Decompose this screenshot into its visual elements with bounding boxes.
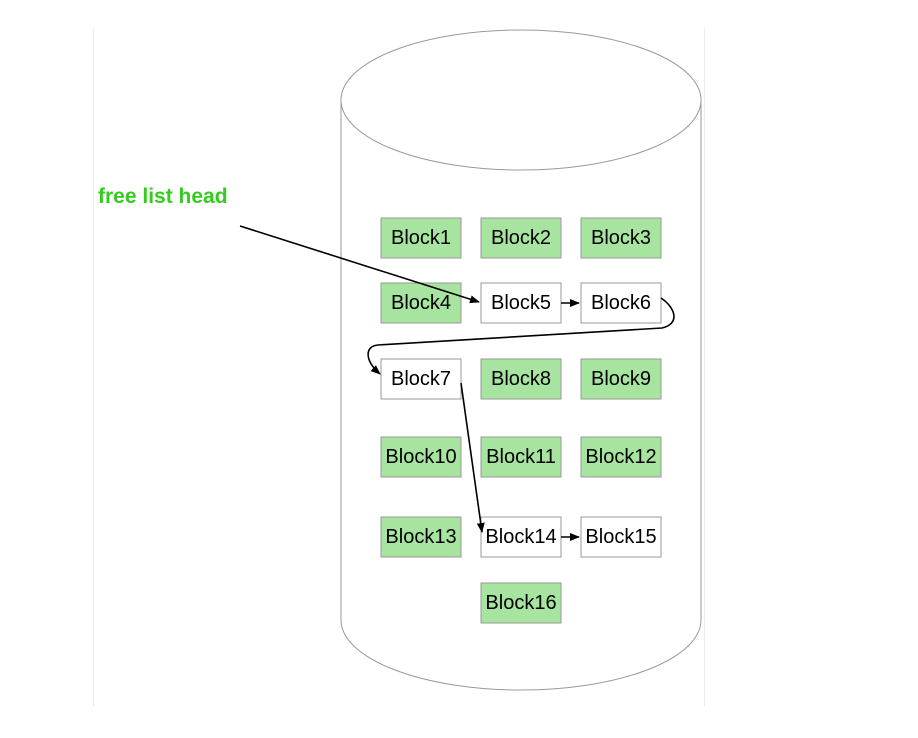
- block-16: Block16: [480, 582, 562, 624]
- block-4-box: [380, 282, 462, 324]
- block-2-box: [480, 217, 562, 259]
- arrow-block7-to-block14: [460, 382, 485, 533]
- block-16-box: [480, 582, 562, 624]
- block-9-label: Block9: [591, 368, 651, 390]
- block-6-label: Block6: [591, 292, 651, 314]
- block-14: Block14: [480, 516, 562, 558]
- block-4-label: Block4: [391, 292, 451, 314]
- block-10-label: Block10: [385, 446, 456, 468]
- block-11-box: [480, 436, 562, 478]
- block-4: Block4: [380, 282, 462, 324]
- block-1: Block1: [380, 217, 462, 259]
- block-3: Block3: [580, 217, 662, 259]
- arrow-block6-to-block7: [367, 297, 675, 375]
- disk-cylinder-top: [340, 29, 702, 171]
- block-8-box: [480, 358, 562, 400]
- block-2: Block2: [480, 217, 562, 259]
- free-list-head-label: free list head: [98, 185, 228, 208]
- block-6-box: [580, 282, 662, 324]
- block-12: Block12: [580, 436, 662, 478]
- block-16-label: Block16: [485, 592, 556, 614]
- block-5: Block5: [480, 282, 562, 324]
- block-14-box: [480, 516, 562, 558]
- block-7: Block7: [380, 358, 462, 400]
- block-11-label: Block11: [486, 446, 556, 468]
- block-14-label: Block14: [485, 526, 556, 548]
- block-2-label: Block2: [491, 227, 551, 249]
- block-1-box: [380, 217, 462, 259]
- block-7-box: [380, 358, 462, 400]
- arrow-head-to-block5: [239, 225, 480, 304]
- block-11: Block11: [480, 436, 562, 478]
- block-13: Block13: [380, 516, 462, 558]
- block-8: Block8: [480, 358, 562, 400]
- block-15-label: Block15: [585, 526, 656, 548]
- block-9-box: [580, 358, 662, 400]
- block-3-box: [580, 217, 662, 259]
- block-13-box: [380, 516, 462, 558]
- block-10: Block10: [380, 436, 462, 478]
- block-15: Block15: [580, 516, 662, 558]
- block-5-label: Block5: [491, 292, 551, 314]
- block-12-box: [580, 436, 662, 478]
- block-13-label: Block13: [385, 526, 456, 548]
- block-7-label: Block7: [391, 368, 451, 390]
- block-6: Block6: [580, 282, 662, 324]
- block-15-box: [580, 516, 662, 558]
- block-5-box: [480, 282, 562, 324]
- block-9: Block9: [580, 358, 662, 400]
- block-8-label: Block8: [491, 368, 551, 390]
- block-10-box: [380, 436, 462, 478]
- block-1-label: Block1: [391, 227, 451, 249]
- block-12-label: Block12: [585, 446, 656, 468]
- block-3-label: Block3: [591, 227, 651, 249]
